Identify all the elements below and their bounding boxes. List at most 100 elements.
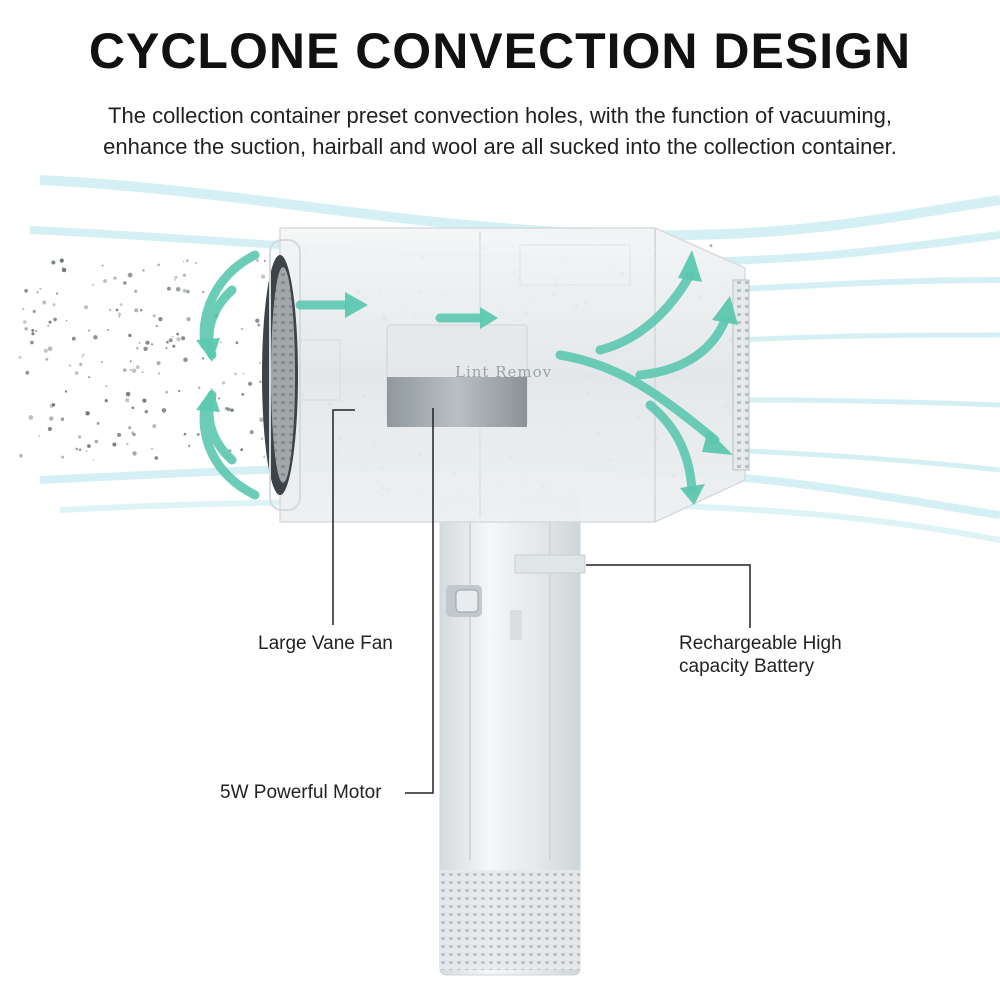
dust-particle <box>28 415 34 420</box>
dust-particle <box>78 435 82 439</box>
dust-particle <box>157 263 160 267</box>
dust-particle <box>256 259 259 262</box>
dust-particle <box>240 448 244 451</box>
callout-leaders <box>332 408 751 794</box>
dust-particle <box>19 453 23 458</box>
dust-particle <box>259 380 262 384</box>
dust-particle <box>166 340 169 344</box>
dust-particle <box>709 244 713 248</box>
dust-particle <box>38 435 41 438</box>
dust-particle <box>47 346 53 352</box>
callout-battery-line2: capacity Battery <box>679 656 815 677</box>
dust-particle <box>25 370 30 375</box>
dust-particle <box>221 381 226 385</box>
dust-particle <box>172 344 176 348</box>
dust-particle <box>131 406 135 410</box>
dust-particle <box>183 357 188 363</box>
dust-particle <box>255 318 260 323</box>
dust-particle <box>51 260 56 265</box>
dust-particle <box>263 260 266 262</box>
dust-particle <box>132 432 136 437</box>
dust-particle <box>82 353 85 356</box>
dust-particle <box>174 275 178 279</box>
dust-particle <box>182 273 186 277</box>
dust-particle <box>107 329 109 331</box>
dust-particle <box>68 364 72 367</box>
dust-particle <box>135 365 140 369</box>
dust-particle <box>42 300 47 305</box>
dust-particle <box>75 447 79 451</box>
dust-particle <box>34 329 38 333</box>
dust-particle <box>186 259 189 262</box>
dust-particle <box>198 386 201 389</box>
dust-particle <box>259 417 264 423</box>
dust-particle <box>182 260 185 263</box>
dust-particle <box>32 309 36 313</box>
dust-particle <box>113 276 117 280</box>
dust-particle <box>112 442 117 447</box>
dust-particle <box>24 289 28 293</box>
dust-particle <box>138 342 141 344</box>
dust-particle <box>183 432 187 436</box>
dust-particle <box>226 407 231 412</box>
dust-particle <box>176 332 179 336</box>
handle <box>439 494 586 976</box>
dust-particle <box>88 376 91 379</box>
dust-particle <box>59 258 64 263</box>
dust-particle <box>131 368 137 373</box>
dust-particle <box>51 403 56 407</box>
dust-particle <box>71 336 76 341</box>
dust-particle <box>196 433 200 436</box>
dust-particle <box>85 411 90 416</box>
dust-particle <box>24 327 28 331</box>
dust-particle <box>45 357 49 361</box>
dust-particle <box>87 329 91 332</box>
dust-particle <box>122 368 127 372</box>
dust-particle <box>128 333 132 338</box>
dust-particle <box>117 312 122 316</box>
dust-particle <box>175 287 181 292</box>
dust-particle <box>151 343 153 346</box>
dust-particle <box>186 289 190 294</box>
dust-particle <box>125 398 130 403</box>
dust-particle <box>182 288 187 293</box>
dust-particle <box>263 455 266 458</box>
dust-particle <box>23 320 27 324</box>
callout-large-vane-fan: Large Vane Fan <box>258 633 393 654</box>
dust-particle <box>31 329 35 332</box>
airflow-arrows <box>199 250 730 500</box>
callout-powerful-motor: 5W Powerful Motor <box>220 782 382 803</box>
dust-particle <box>61 266 64 269</box>
dust-particle <box>43 348 48 353</box>
dust-particle <box>132 451 137 456</box>
dust-particle <box>52 303 56 307</box>
dust-particle <box>101 264 104 267</box>
dust-particle <box>240 327 244 331</box>
dust-particle <box>74 371 79 375</box>
dust-particle <box>101 361 103 363</box>
dust-particle <box>61 455 65 459</box>
dust-particle <box>156 361 161 366</box>
dust-particle <box>65 320 68 322</box>
product-mark: Lint Remov <box>455 363 552 381</box>
dust-particle <box>130 369 132 371</box>
dust-particle <box>30 340 34 345</box>
dust-particle <box>49 416 54 421</box>
dust-particle <box>123 281 127 285</box>
dust-particle <box>158 317 163 322</box>
dust-particle <box>119 303 123 306</box>
dust-particle <box>47 324 50 327</box>
dust-particle <box>186 317 191 322</box>
dust-particle <box>78 448 82 451</box>
dust-particle <box>171 335 174 338</box>
dust-particle <box>134 308 139 313</box>
dust-particle <box>230 408 234 412</box>
dust-particle <box>64 390 68 393</box>
dust-particle <box>139 308 143 312</box>
motor: Lint Remov <box>386 324 552 427</box>
dust-particle <box>257 323 261 327</box>
dust-particle <box>165 390 169 394</box>
airflow-arrowheads <box>196 250 738 505</box>
callout-battery: Rechargeable High capacity Battery <box>679 632 899 678</box>
dust-particle <box>161 408 167 413</box>
